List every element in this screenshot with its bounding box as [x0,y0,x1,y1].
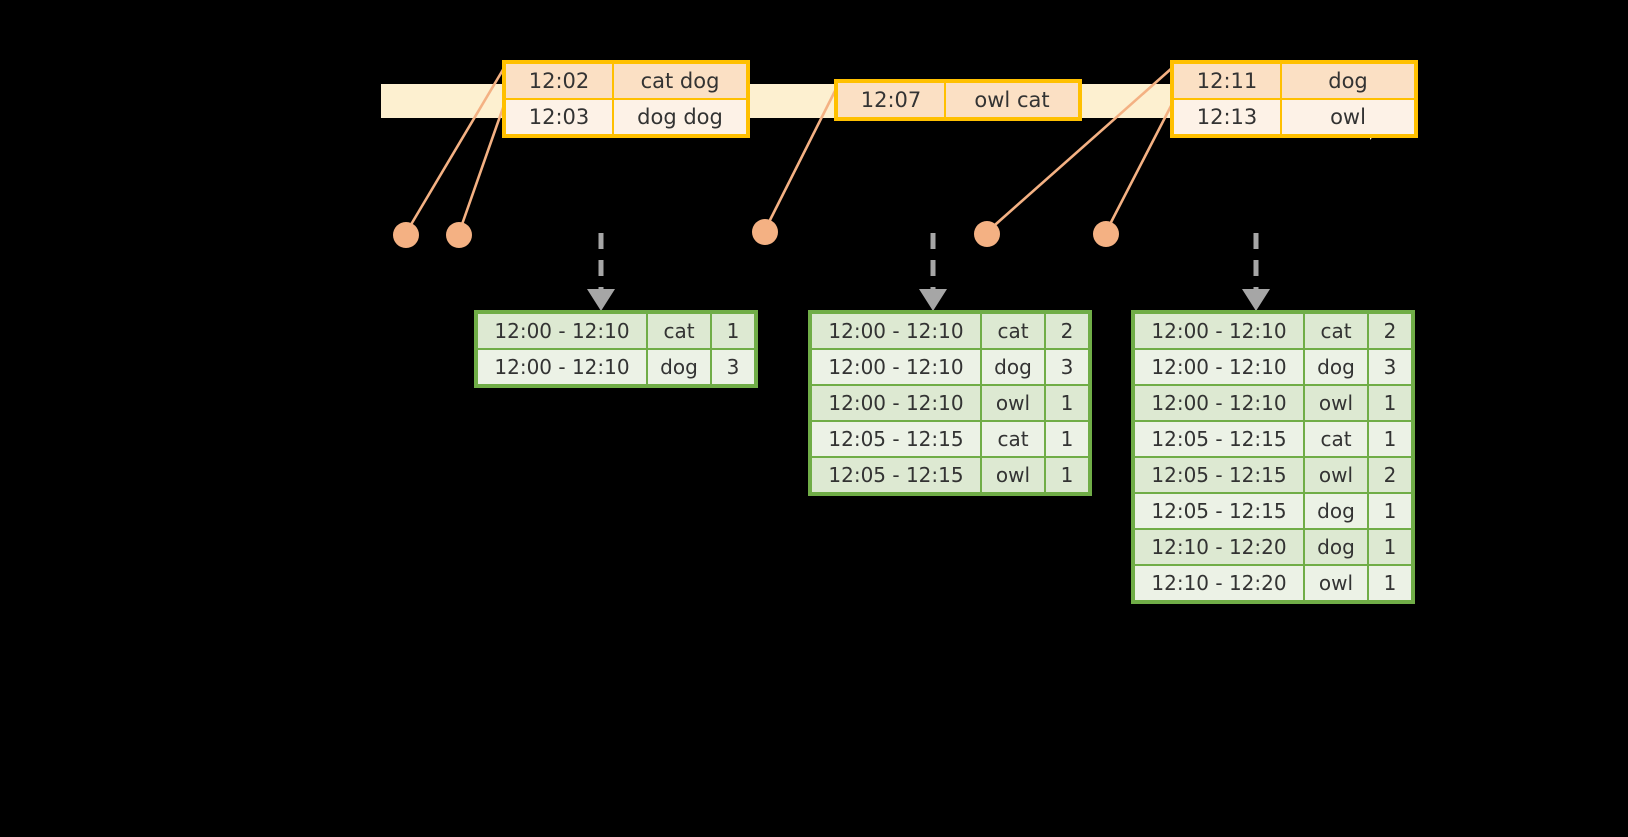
event-row[interactable]: 12:03 dog dog [505,99,747,135]
key-cell: dog [1305,350,1367,384]
count-cell: 1 [1369,566,1411,600]
key-cell: dog [1305,530,1367,564]
count-cell: 3 [1046,350,1088,384]
key-cell: dog [1305,494,1367,528]
event-group-3[interactable]: 12:11 dog 12:13 owl [1170,60,1418,138]
event-dot-2 [446,222,472,248]
emission-arrows [598,233,1259,290]
key-cell: dog [648,350,710,384]
window-cell: 12:00 - 12:10 [812,386,980,420]
emission-arrow-1-head [587,289,615,311]
event-time: 12:03 [505,99,613,135]
count-cell: 1 [1369,494,1411,528]
table-row[interactable]: 12:00 - 12:10 owl 1 [812,386,1088,420]
window-cell: 12:00 - 12:10 [812,314,980,348]
count-cell: 1 [1046,386,1088,420]
emission-arrow-3-head [1242,289,1270,311]
event-dot-3 [752,219,778,245]
key-cell: cat [982,422,1044,456]
event-group-2[interactable]: 12:07 owl cat [834,79,1082,121]
table-row[interactable]: 12:00 - 12:10 cat 1 [478,314,754,348]
table-row[interactable]: 12:00 - 12:10 dog 3 [1135,350,1411,384]
count-cell: 1 [1046,458,1088,492]
count-cell: 1 [1369,386,1411,420]
window-cell: 12:00 - 12:10 [812,350,980,384]
window-cell: 12:05 - 12:15 [1135,458,1303,492]
event-dot-5 [1093,221,1119,247]
event-words: cat dog [613,63,747,99]
window-cell: 12:00 - 12:10 [478,314,646,348]
key-cell: owl [982,458,1044,492]
event-row[interactable]: 12:11 dog [1173,63,1415,99]
count-cell: 2 [1369,314,1411,348]
table-row[interactable]: 12:10 - 12:20 dog 1 [1135,530,1411,564]
result-table-3[interactable]: 12:00 - 12:10 cat 2 12:00 - 12:10 dog 3 … [1131,310,1415,604]
event-time: 12:07 [837,82,945,118]
table-row[interactable]: 12:00 - 12:10 cat 2 [812,314,1088,348]
table-row[interactable]: 12:00 - 12:10 dog 3 [812,350,1088,384]
event-time: 12:13 [1173,99,1281,135]
table-row[interactable]: 12:05 - 12:15 cat 1 [1135,422,1411,456]
key-cell: dog [982,350,1044,384]
count-cell: 3 [712,350,754,384]
event-row[interactable]: 12:02 cat dog [505,63,747,99]
window-cell: 12:10 - 12:20 [1135,566,1303,600]
window-cell: 12:05 - 12:15 [812,458,980,492]
event-dot-4 [974,221,1000,247]
window-cell: 12:10 - 12:20 [1135,530,1303,564]
window-cell: 12:05 - 12:15 [1135,422,1303,456]
event-words: dog [1281,63,1415,99]
key-cell: cat [1305,314,1367,348]
connector-line-5 [1104,103,1174,233]
result-table-2[interactable]: 12:00 - 12:10 cat 2 12:00 - 12:10 dog 3 … [808,310,1092,496]
emission-arrow-heads [587,289,1270,311]
window-cell: 12:00 - 12:10 [478,350,646,384]
event-words: owl [1281,99,1415,135]
window-cell: 12:05 - 12:15 [1135,494,1303,528]
table-row[interactable]: 12:00 - 12:10 dog 3 [478,350,754,384]
key-cell: owl [1305,566,1367,600]
event-words: owl cat [945,82,1079,118]
table-row[interactable]: 12:10 - 12:20 owl 1 [1135,566,1411,600]
connector-line-3 [763,88,838,231]
connector-line-2 [457,104,506,234]
event-row[interactable]: 12:07 owl cat [837,82,1079,118]
count-cell: 1 [712,314,754,348]
key-cell: owl [982,386,1044,420]
key-cell: cat [982,314,1044,348]
event-group-1[interactable]: 12:02 cat dog 12:03 dog dog [502,60,750,138]
count-cell: 2 [1369,458,1411,492]
count-cell: 1 [1369,530,1411,564]
event-dots [393,219,1119,248]
connector-line-1 [404,67,506,234]
table-row[interactable]: 12:00 - 12:10 cat 2 [1135,314,1411,348]
count-cell: 1 [1046,422,1088,456]
window-cell: 12:00 - 12:10 [1135,350,1303,384]
event-row[interactable]: 12:13 owl [1173,99,1415,135]
table-row[interactable]: 12:05 - 12:15 cat 1 [812,422,1088,456]
event-time: 12:11 [1173,63,1281,99]
count-cell: 1 [1369,422,1411,456]
key-cell: cat [648,314,710,348]
table-row[interactable]: 12:05 - 12:15 owl 2 [1135,458,1411,492]
result-table-1[interactable]: 12:00 - 12:10 cat 1 12:00 - 12:10 dog 3 [474,310,758,388]
key-cell: cat [1305,422,1367,456]
key-cell: owl [1305,386,1367,420]
event-words: dog dog [613,99,747,135]
window-cell: 12:00 - 12:10 [1135,314,1303,348]
window-cell: 12:00 - 12:10 [1135,386,1303,420]
count-cell: 2 [1046,314,1088,348]
table-row[interactable]: 12:05 - 12:15 owl 1 [812,458,1088,492]
event-dot-1 [393,222,419,248]
event-time: 12:02 [505,63,613,99]
emission-arrow-2-head [919,289,947,311]
count-cell: 3 [1369,350,1411,384]
key-cell: owl [1305,458,1367,492]
window-cell: 12:05 - 12:15 [812,422,980,456]
table-row[interactable]: 12:05 - 12:15 dog 1 [1135,494,1411,528]
table-row[interactable]: 12:00 - 12:10 owl 1 [1135,386,1411,420]
